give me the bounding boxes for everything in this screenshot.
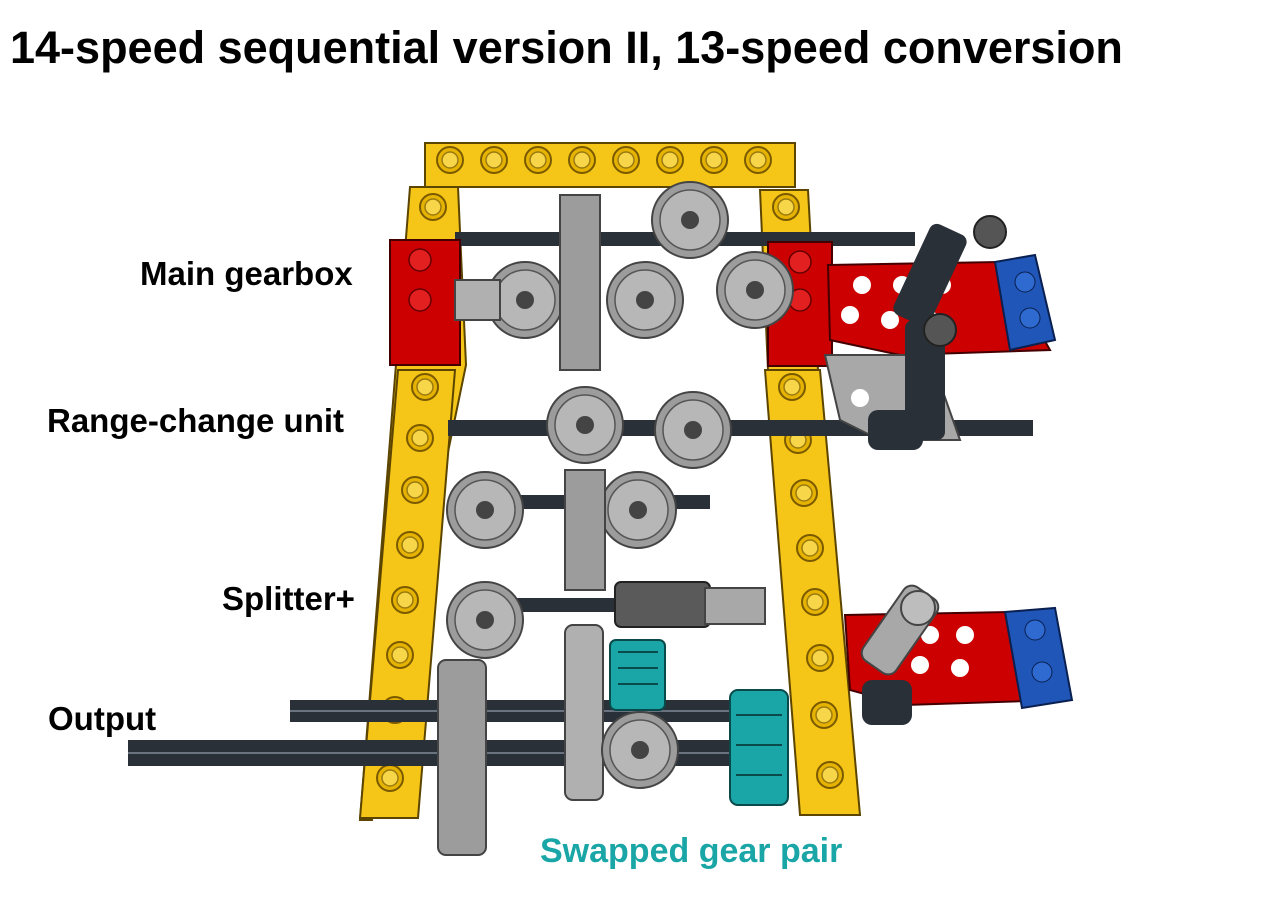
label-range-change-unit: Range-change unit (47, 402, 345, 439)
main-gearbox-gears (454, 181, 794, 371)
label-swapped-gear-pair: Swapped gear pair (540, 832, 843, 870)
label-splitter: Splitter+ (222, 580, 355, 617)
splitter-red-arm (843, 584, 1074, 725)
upper-shift-lever (823, 215, 1007, 450)
label-output: Output (48, 700, 157, 737)
output-gears (437, 624, 679, 856)
splitter-gears (446, 469, 766, 659)
diagram-title: 14-speed sequential version II, 13-speed… (10, 22, 1123, 73)
top-yellow-beam (424, 142, 796, 188)
label-main-gearbox: Main gearbox (140, 255, 353, 292)
swapped-gear-pair (609, 639, 789, 806)
main-gearbox-red-parts (389, 239, 1057, 367)
